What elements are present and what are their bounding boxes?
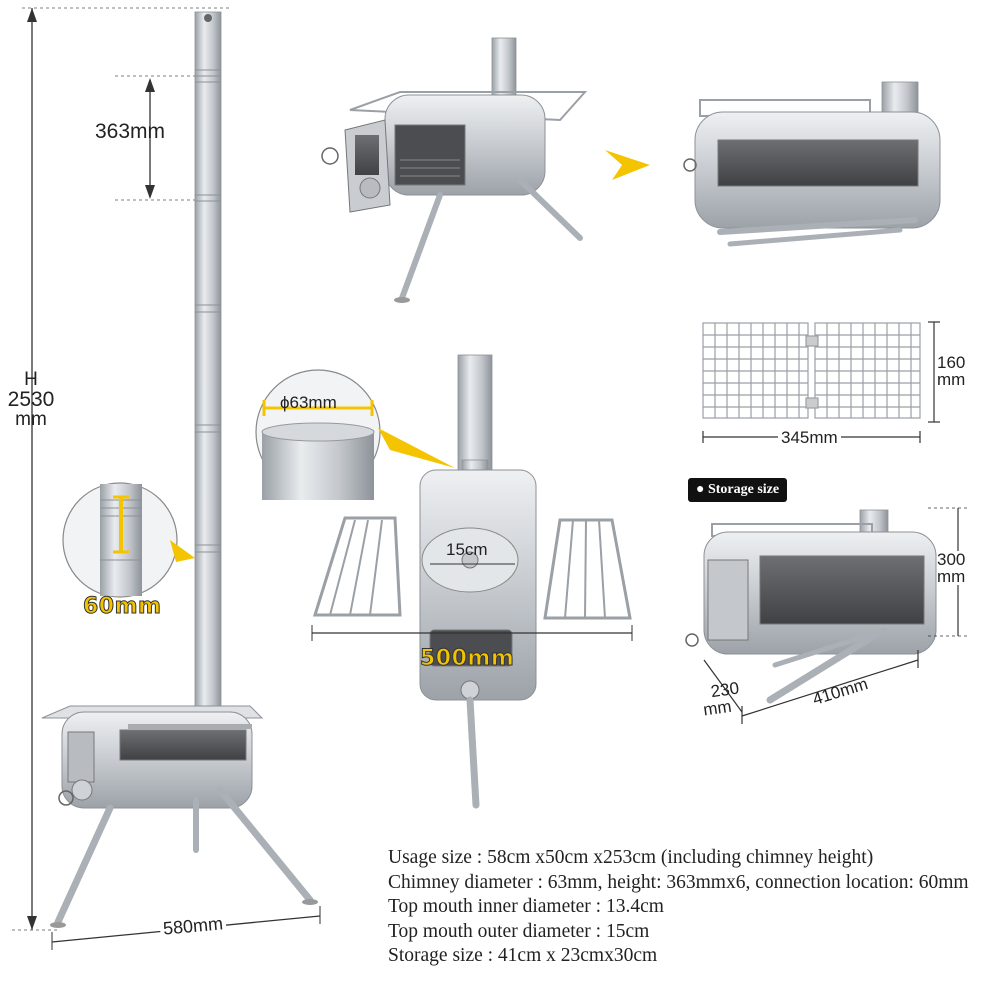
spec-list: Usage size : 58cm x50cm x253cm (includin…: [388, 846, 969, 969]
height-value: 2530: [7, 388, 55, 411]
grill-height-label: 160 mm: [937, 354, 965, 388]
storage-size-text: Storage size: [707, 482, 780, 497]
grill-height-value: 160: [937, 353, 966, 372]
top-mouth-label: 15cm: [446, 540, 488, 559]
height-label: H 2530 mm: [6, 370, 56, 430]
height-h: H: [24, 369, 38, 390]
diameter-zoom-view: [255, 369, 455, 500]
stove-front-view: [311, 354, 633, 809]
grill-width-label: 345mm: [778, 428, 841, 448]
width-500-label: 500mm: [419, 646, 515, 672]
full-stove-view: [12, 7, 321, 950]
diameter-label: ϕ63mm: [280, 393, 337, 412]
stove-side-view: [683, 81, 941, 247]
grill-grate-view: [702, 322, 921, 419]
storage-depth-label: 230 mm: [700, 679, 743, 720]
connection-label: 60mm: [82, 594, 162, 620]
spec-outer-diameter: Top mouth outer diameter : 15cm: [388, 920, 650, 942]
storage-height-unit: mm: [937, 567, 966, 586]
storage-size-badge: ● Storage size: [688, 478, 788, 502]
spec-inner-diameter: Top mouth inner diameter : 13.4cm: [388, 896, 664, 917]
grill-height-unit: mm: [937, 370, 966, 389]
chimney-section-label: 363mm: [95, 120, 166, 143]
spec-chimney: Chimney diameter : 63mm, height: 363mmx6…: [388, 871, 969, 893]
storage-height-value: 300: [937, 550, 966, 569]
stove-open-door-view: [321, 37, 650, 303]
spec-usage-size: Usage size : 58cm x50cm x253cm (includin…: [388, 847, 874, 868]
spec-storage-size: Storage size : 41cm x 23cmx30cm: [388, 945, 658, 966]
storage-view: [685, 509, 937, 704]
storage-height-label: 300 mm: [937, 550, 966, 586]
height-unit: mm: [15, 409, 47, 430]
